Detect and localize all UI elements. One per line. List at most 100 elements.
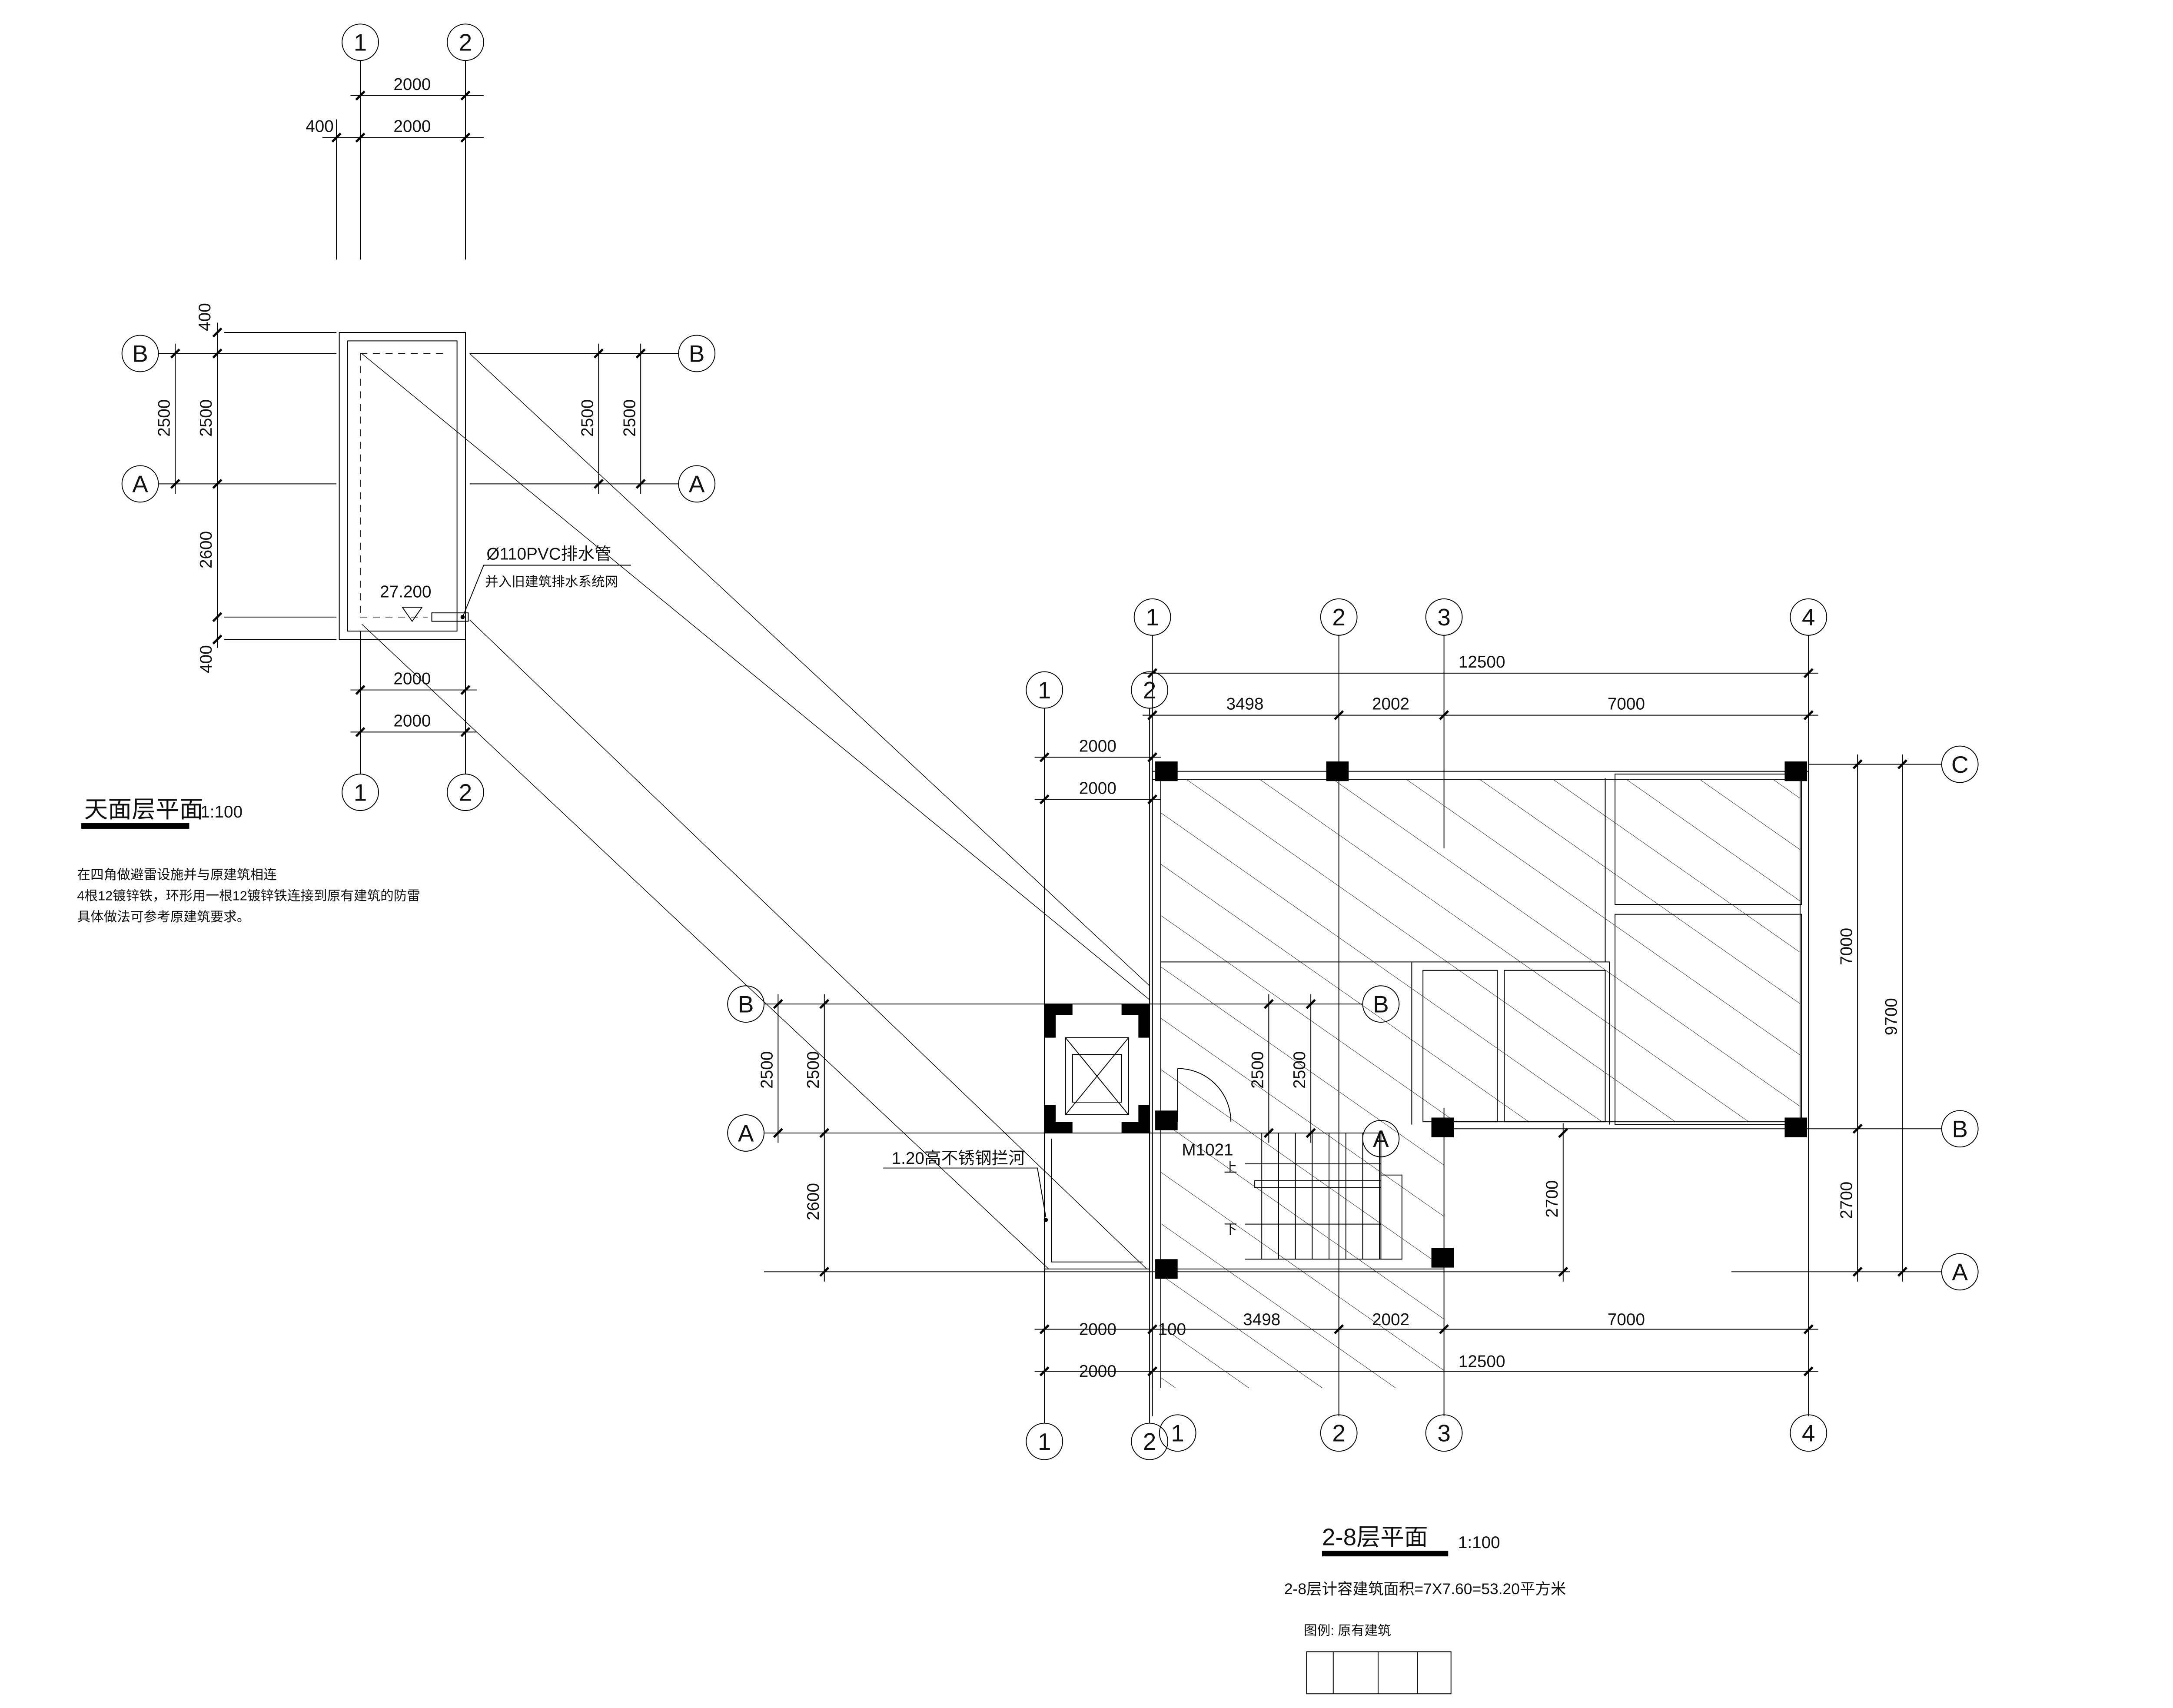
dimension-label: 2600 [804,1183,823,1220]
elevation-marker [401,607,423,622]
dimension-tick [1147,752,1158,762]
main-axis-bubble: B [727,985,765,1023]
axis-bubble-circle [1133,598,1171,636]
axis-label: 1 [354,29,367,56]
axis-bubble-circle [1941,1110,1979,1148]
dimension-label: 400 [196,303,214,331]
dimension-label: 3498 [1226,695,1263,714]
roof-axis-bubble: B [678,335,716,372]
axis-label: C [1951,751,1969,778]
column [1431,1117,1454,1137]
dimension-label: 2000 [1079,1320,1116,1339]
stair [1245,1132,1402,1260]
dimension-tick [460,685,471,695]
legend-label: 图例: 原有建筑 [1304,1623,1391,1638]
axis-label: B [1373,991,1389,1018]
dimension-label: 400 [197,645,216,673]
projection-lines [361,353,1150,1269]
dimension-label: 2500 [620,399,639,437]
axis-label: 3 [1437,604,1450,631]
axis-label: B [1952,1116,1968,1143]
drain-label: Ø110PVC排水管 [486,545,611,564]
roof-axis-bubble: A [678,465,716,503]
dimension-tick [1147,668,1158,678]
main-plan-title: 2-8层平面 [1322,1523,1428,1550]
dimension-tick [460,727,471,737]
axis-label: A [689,471,705,498]
roof-outline [339,332,466,640]
axis-bubble-circle [342,774,379,811]
stair-down-label: 下 [1224,1222,1237,1237]
dimension-label: 7000 [1608,695,1645,714]
axis-label: 1 [1038,1428,1051,1455]
roof-axis-bubble: 2 [447,774,484,811]
axis-bubble-circle [1941,1253,1979,1291]
main-axis-bubble: C [1941,745,1979,783]
roof-axis-bubble: 1 [342,774,379,811]
axis-bubble-circle [1790,598,1827,636]
dimension-tick [1039,1366,1050,1376]
door-label: M1021 [1182,1141,1233,1160]
dimension-label: 2000 [1079,1362,1116,1381]
axis-label: 1 [1038,677,1051,704]
roof-dashed-lines [360,353,449,618]
roof-plan-scale: 1:100 [200,803,243,821]
column [1155,1110,1178,1130]
dimension-tick [1558,1128,1568,1138]
dimension-tick [1897,759,1907,770]
axis-label: 2 [1332,1420,1346,1447]
dimension-tick [170,348,180,359]
main-axis-bubble: 2 [1131,1422,1169,1460]
dimension-tick [355,685,365,695]
dimension-label: 12500 [1459,1352,1505,1371]
dimension-tick [1306,1128,1316,1138]
column [1155,1259,1178,1279]
dimension-label: 2000 [393,117,431,136]
axis-bubble-circle [678,465,716,503]
axis-label: B [689,340,705,367]
axis-label: 2 [459,779,472,806]
dimension-tick [1039,1324,1050,1335]
dimension-tick [1852,1266,1863,1277]
dimension-tick [212,634,223,645]
main-axis-bubble: 2 [1131,671,1169,709]
dimension-tick [1147,710,1158,721]
dimension-tick [635,479,646,489]
dimension-tick [819,999,830,1009]
dimension-tick [355,727,365,737]
dimension-tick [212,479,223,489]
axis-label: 4 [1802,604,1815,631]
dimension-tick [1803,1324,1814,1335]
dimension-label: 2500 [758,1051,776,1089]
dimension-label: 2000 [393,670,431,688]
roof-plan-title: 天面层平面 [84,796,203,823]
area-note: 2-8层计容建筑面积=7X7.60=53.20平方米 [1284,1580,1566,1598]
axis-label: B [132,340,148,367]
axis-label: 1 [354,779,367,806]
axis-bubble-circle [447,23,484,61]
dimension-tick [1803,1366,1814,1376]
dimension-ticks [170,90,1907,1376]
dimension-tick [1334,710,1344,721]
column [1326,761,1349,781]
column [1155,761,1178,781]
axis-label: 4 [1802,1420,1815,1447]
axis-label: 2 [459,29,472,56]
dimension-label: 2500 [1248,1051,1267,1089]
axis-bubble-circle [1790,1414,1827,1452]
main-axis-bubble: A [1362,1120,1400,1157]
roof-note-3: 具体做法可参考原建筑要求。 [77,910,250,924]
axis-label: 2 [1332,604,1346,631]
dimension-tick [1852,759,1863,770]
dimension-tick [1803,668,1814,678]
dimension-tick [593,348,604,359]
roof-note-2: 4根12镀锌铁，环形用一根12镀锌铁连接到原有建筑的防雷 [77,888,420,903]
dimension-tick [1039,752,1050,762]
elevation-label: 27.200 [380,583,431,601]
dimension-label: 2500 [155,399,173,437]
dimension-label: 2000 [393,75,431,94]
column [1431,1248,1454,1268]
axis-bubble-circle [1425,1414,1463,1452]
roof-grid-lines [158,60,679,774]
